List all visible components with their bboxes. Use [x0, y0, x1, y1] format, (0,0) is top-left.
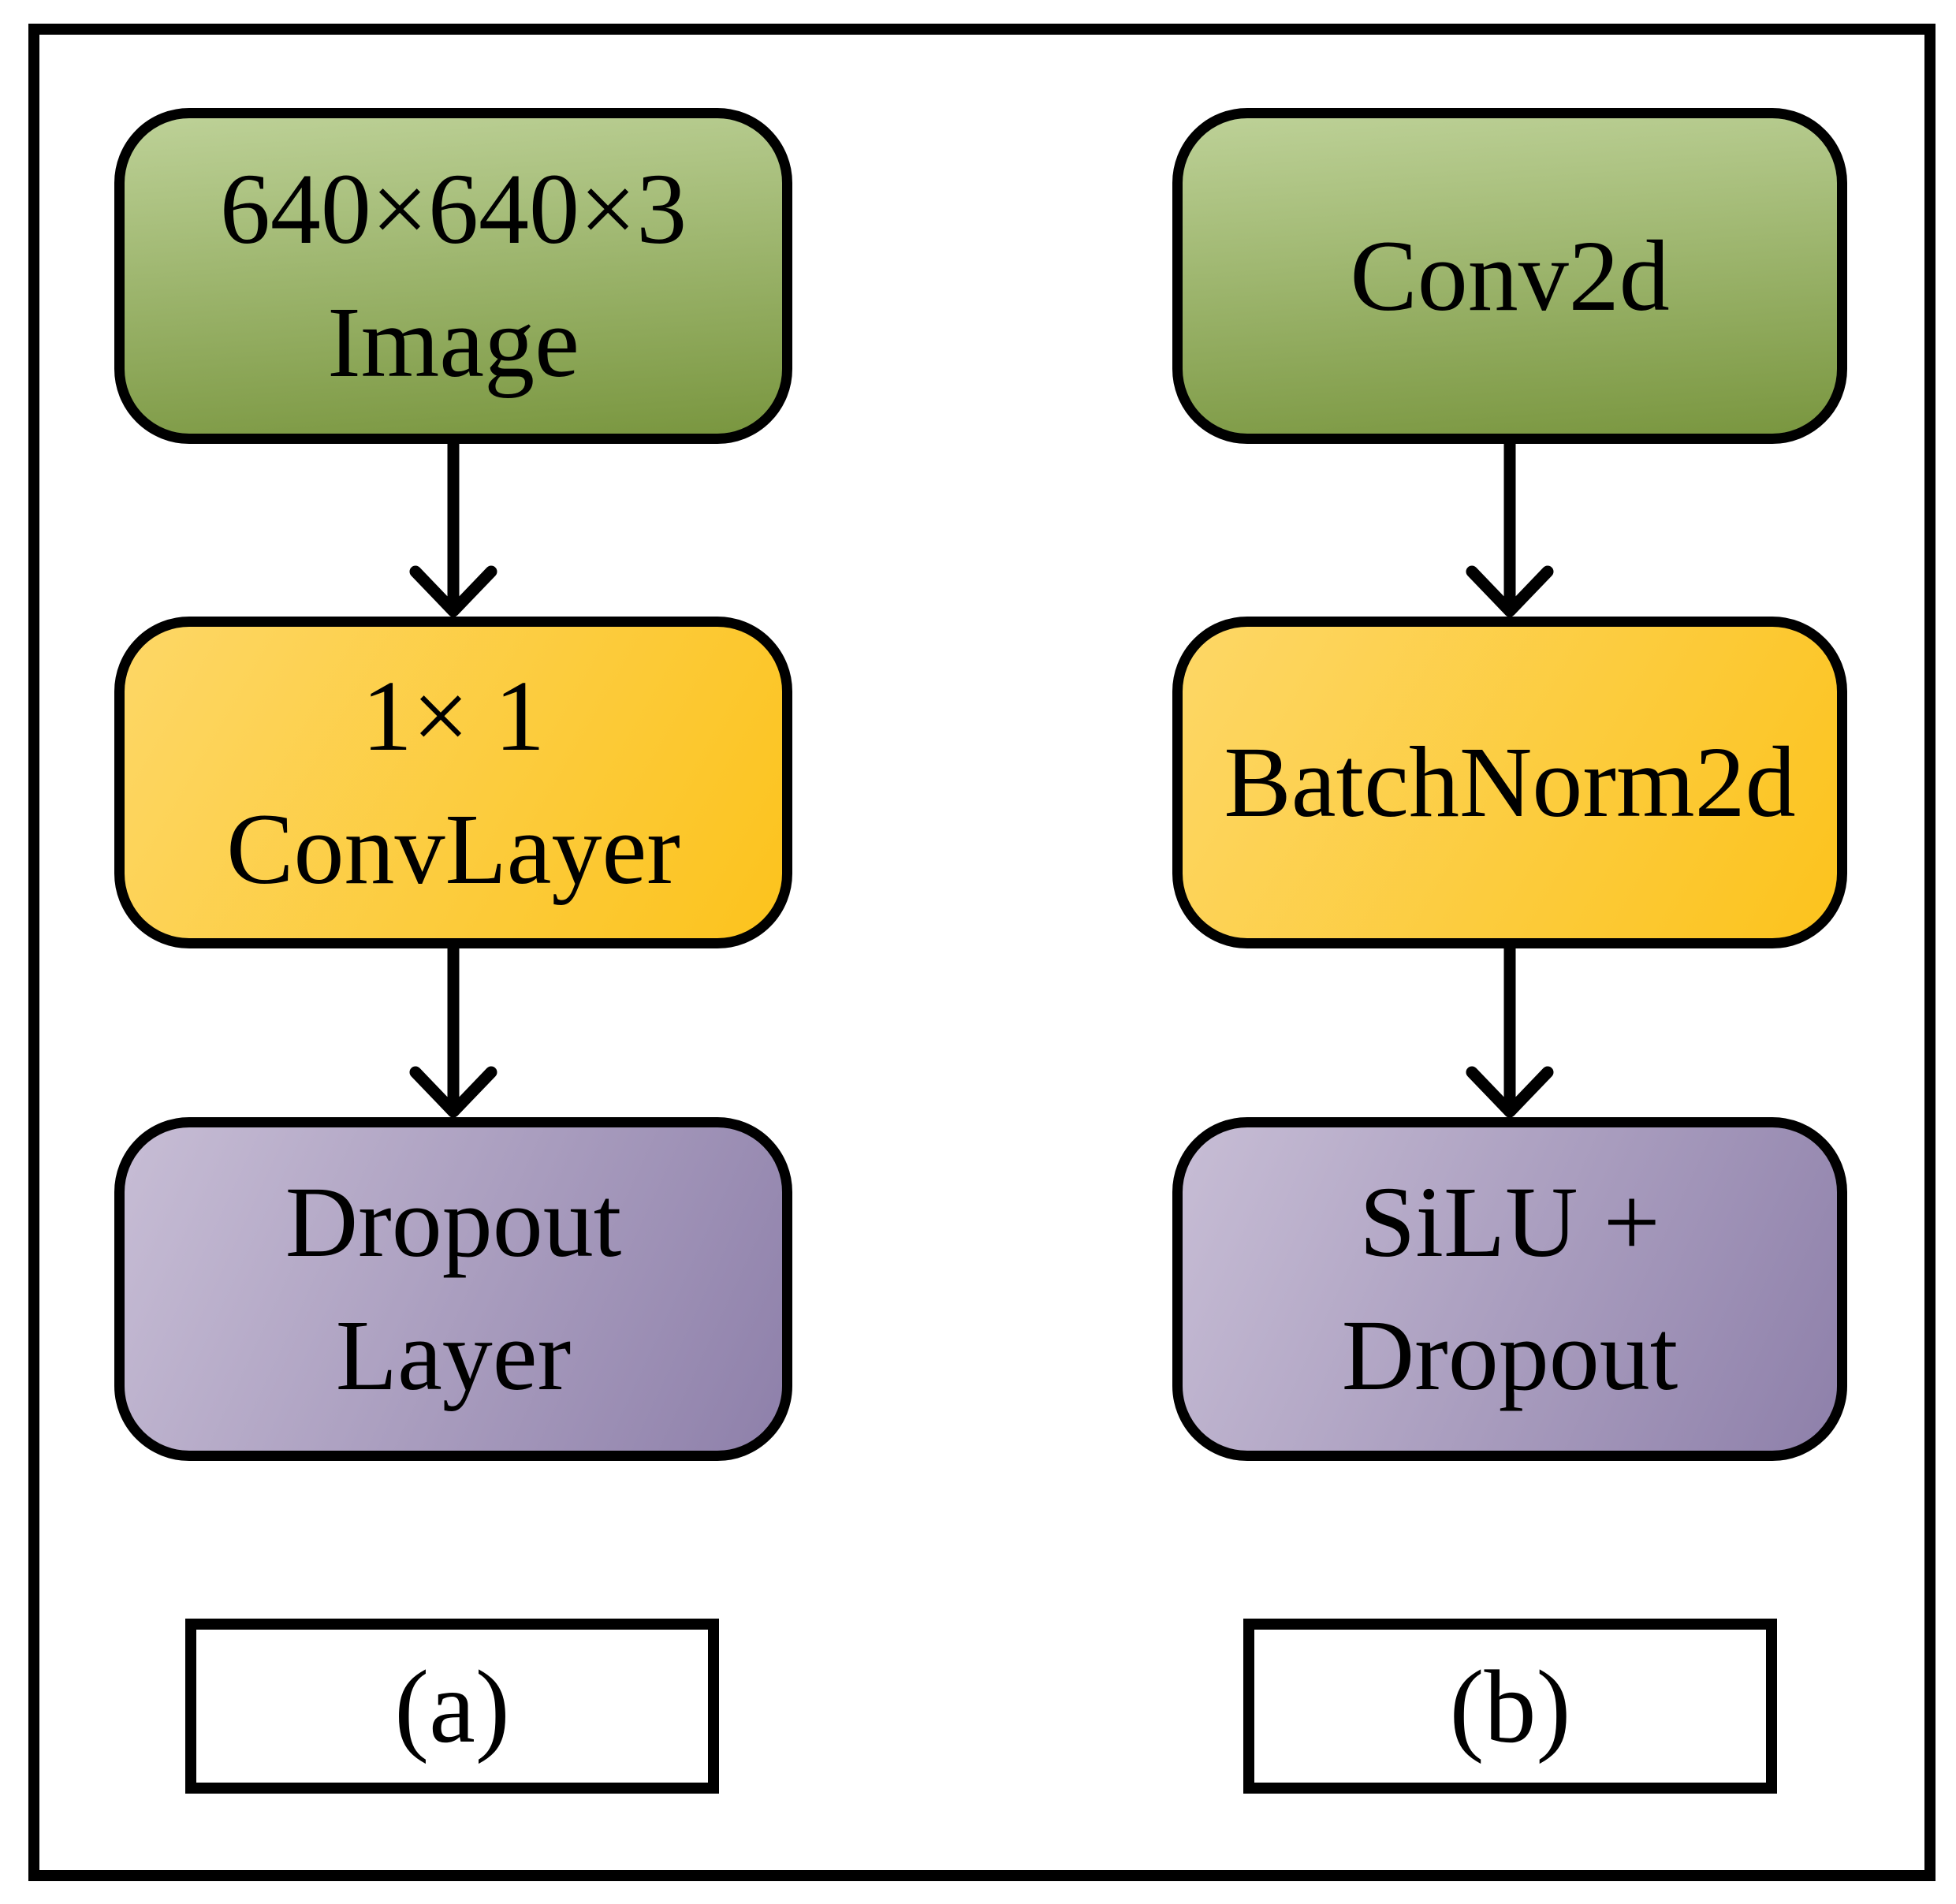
- node-convlayer: 1× 1 ConvLayer: [114, 617, 792, 948]
- node-text-line: 640×640×3: [219, 153, 687, 266]
- node-text-line: Conv2d: [1350, 219, 1670, 332]
- arrow-down-icon: [409, 948, 497, 1117]
- node-text-line: BatchNorm2d: [1224, 726, 1796, 839]
- node-silu-dropout: SiLU + Dropout: [1172, 1117, 1847, 1461]
- node-conv2d: Conv2d: [1172, 108, 1847, 444]
- node-text-line: SiLU +: [1359, 1166, 1660, 1279]
- node-text-line: Dropout: [1341, 1299, 1678, 1411]
- caption-b: (b): [1243, 1619, 1777, 1794]
- figure-border: [28, 24, 1936, 1881]
- arrow-down-icon: [409, 444, 497, 617]
- arrow-down-icon: [1466, 948, 1554, 1117]
- node-dropout-layer: Dropout Layer: [114, 1117, 792, 1461]
- node-input-image: 640×640×3 Image: [114, 108, 792, 444]
- node-batchnorm2d: BatchNorm2d: [1172, 617, 1847, 948]
- node-text-line: Dropout: [285, 1166, 622, 1279]
- arrow-down-icon: [1466, 444, 1554, 617]
- caption-a: (a): [185, 1619, 719, 1794]
- caption-a-label: (a): [394, 1648, 510, 1764]
- node-text-line: Image: [327, 286, 579, 398]
- node-text-line: 1× 1: [361, 659, 546, 772]
- node-text-line: Layer: [335, 1299, 572, 1411]
- caption-b-label: (b): [1449, 1648, 1571, 1764]
- node-text-line: ConvLayer: [226, 792, 680, 905]
